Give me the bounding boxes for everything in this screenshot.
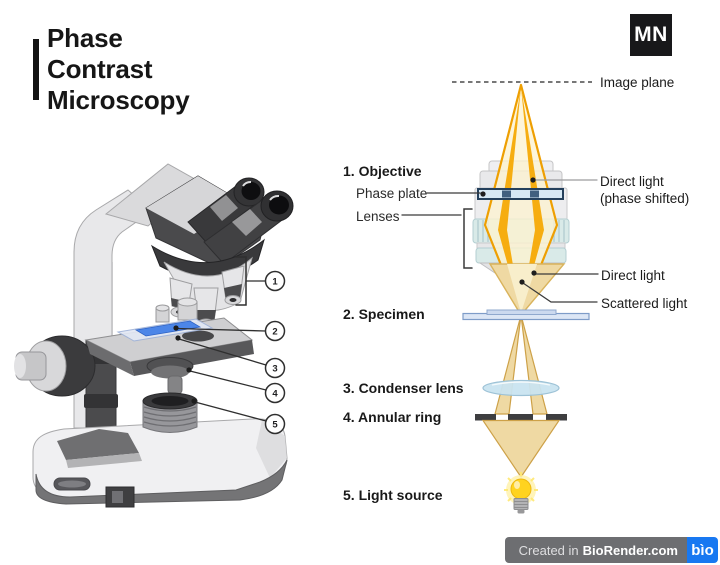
biorender-logo-text: bìo bbox=[691, 541, 714, 559]
scattered-light-leader bbox=[522, 282, 598, 303]
direct-light-shifted-dot bbox=[530, 177, 536, 183]
title-line-1: Phase bbox=[47, 23, 123, 53]
callout-5-line bbox=[194, 401, 267, 422]
label-direct-light-shifted: Direct light (phase shifted) bbox=[600, 173, 689, 207]
head-top-face bbox=[146, 176, 244, 234]
callout-circle-3 bbox=[264, 357, 286, 379]
specimen-coverslip bbox=[486, 309, 557, 315]
label-scattered-light: Scattered light bbox=[601, 296, 688, 311]
condenser-assembly bbox=[146, 357, 194, 395]
callout-5-dot bbox=[191, 398, 197, 404]
illumination-beam-left bbox=[494, 314, 522, 415]
mn-logo: MN bbox=[630, 14, 672, 56]
phase-ring-segment-left bbox=[502, 190, 511, 198]
callout-number-2: 2 bbox=[272, 327, 277, 338]
label-phase-plate: Phase plate bbox=[356, 186, 428, 201]
phase-plate-dot bbox=[480, 191, 486, 197]
label-direct-light-shifted-line2: (phase shifted) bbox=[600, 191, 690, 206]
label-image-plane: Image plane bbox=[600, 75, 675, 90]
optical-path-diagram bbox=[401, 81, 599, 514]
callout-circle-5 bbox=[264, 413, 286, 435]
eyepiece-ring-front bbox=[232, 209, 262, 236]
page-title: Phase Contrast Microscopy bbox=[47, 23, 190, 116]
direct-light-dot bbox=[531, 270, 537, 276]
callout-number-3: 3 bbox=[272, 364, 277, 375]
blue-specimen-slide bbox=[134, 320, 202, 337]
scattered-light-dot bbox=[519, 279, 525, 285]
power-switch-button bbox=[112, 491, 123, 503]
phase-plate-diagram bbox=[477, 188, 564, 200]
attribution-text: Created in BioRender.com bbox=[505, 537, 687, 563]
base-strip bbox=[66, 453, 142, 468]
attribution-bar: Created in BioRender.com bìo bbox=[505, 537, 718, 563]
mn-logo-text: MN bbox=[634, 23, 668, 46]
bulb-globe bbox=[510, 478, 532, 500]
base-chevron-detail bbox=[57, 429, 139, 460]
callout-3-line bbox=[178, 338, 267, 366]
label-objective: 1. Objective bbox=[343, 163, 422, 179]
fine-focus-cap bbox=[14, 354, 26, 378]
label-direct-light: Direct light bbox=[601, 268, 665, 283]
bulb-contact bbox=[517, 509, 525, 514]
condenser-lens-highlight bbox=[491, 381, 551, 386]
bulb-highlight bbox=[514, 481, 520, 489]
callout-4-line bbox=[189, 370, 267, 391]
biorender-logo-badge: bìo bbox=[687, 537, 718, 563]
lenses-bracket bbox=[463, 208, 473, 269]
label-lenses: Lenses bbox=[356, 209, 400, 224]
annular-ring-diagram bbox=[475, 414, 567, 421]
ocular-back-highlight bbox=[242, 181, 252, 187]
title-line-3: Microscopy bbox=[47, 85, 190, 115]
base-slot-inner bbox=[58, 480, 86, 488]
microscope-callouts: 1 2 3 4 5 bbox=[173, 256, 286, 435]
label-light-source: 5. Light source bbox=[343, 487, 443, 503]
label-annular-ring: 4. Annular ring bbox=[343, 409, 442, 425]
illumination-beam-right bbox=[520, 314, 548, 415]
phase-ring-segment-right bbox=[530, 190, 539, 198]
biorender-brand-text: BioRender.com bbox=[582, 542, 678, 558]
base-plinth bbox=[35, 459, 288, 505]
title-accent-bar bbox=[33, 39, 39, 100]
label-direct-light-shifted-line1: Direct light bbox=[600, 174, 664, 189]
callout-circle-4 bbox=[264, 382, 286, 404]
ocular-front-highlight bbox=[269, 195, 280, 201]
callout-circle-1 bbox=[264, 270, 286, 292]
focus-rack-band2 bbox=[84, 394, 118, 408]
callout-3-dot bbox=[175, 335, 181, 341]
callout-2-dot bbox=[173, 325, 179, 331]
label-specimen: 2. Specimen bbox=[343, 306, 425, 322]
created-in-text: Created in bbox=[518, 542, 579, 558]
callout-circle-2 bbox=[264, 320, 286, 342]
callout-4-dot bbox=[186, 367, 192, 373]
condenser-lens-diagram bbox=[482, 379, 560, 397]
scattered-light-center-stripe bbox=[507, 264, 537, 313]
callout-number-5: 5 bbox=[272, 420, 278, 431]
light-source-beam bbox=[481, 419, 561, 479]
ocular-front-lens bbox=[269, 195, 289, 215]
callout-number-4: 4 bbox=[272, 389, 278, 400]
callout-2-line bbox=[176, 327, 267, 332]
callout-number-1: 1 bbox=[272, 277, 278, 288]
ocular-back-lens bbox=[241, 182, 261, 200]
light-bulb bbox=[504, 472, 538, 514]
illuminator-column bbox=[142, 392, 198, 433]
diagram-leader-lines bbox=[401, 177, 599, 303]
title-line-2: Contrast bbox=[47, 54, 153, 84]
microscope-illustration bbox=[14, 163, 294, 508]
base-right-face bbox=[256, 420, 287, 478]
label-condenser-lens: 3. Condenser lens bbox=[343, 380, 464, 396]
eyepiece-ring-back bbox=[210, 195, 238, 221]
